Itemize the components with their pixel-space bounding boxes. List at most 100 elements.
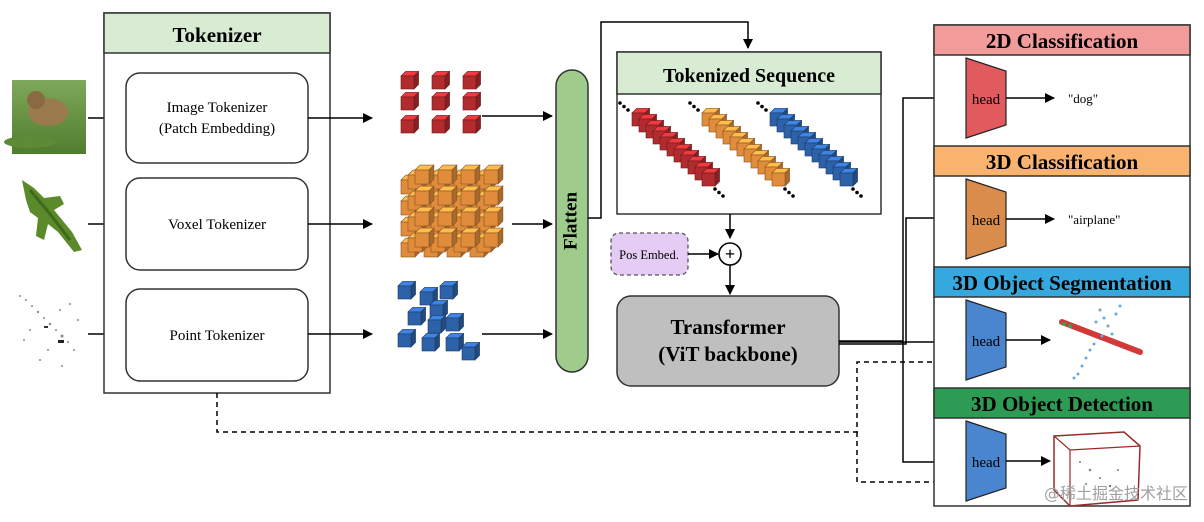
image-token-cube [431, 114, 451, 134]
point-token-cube [461, 341, 481, 361]
sequence-ellipsis-dot [756, 101, 760, 105]
sequence-ellipsis-dot [791, 194, 795, 198]
point-tokenizer-label: Point Tokenizer [170, 328, 265, 344]
voxel-token-cube [460, 164, 481, 185]
image-token-cube [431, 91, 451, 111]
sequence-ellipsis-dot [783, 187, 787, 191]
image-tokenizer-box [125, 72, 309, 164]
sequence-ellipsis-dot [859, 194, 863, 198]
voxel-token-cube [414, 206, 435, 227]
head-trapezoid [965, 299, 1007, 381]
transformer-block: Transformer (ViT backbone) [616, 295, 840, 387]
point-token-cubes [397, 280, 481, 361]
point-token-cube [445, 312, 465, 332]
sequence-ellipsis-dot [713, 187, 717, 191]
head-output-text: "airplane" [1068, 212, 1120, 227]
transformer-title: Transformer [670, 315, 785, 339]
voxel-token-cube [414, 164, 435, 185]
sequence-ellipsis-dot [760, 104, 764, 109]
image-token-cube [400, 114, 420, 134]
point-token-cube [397, 280, 417, 300]
point-token-cube [397, 328, 417, 348]
voxel-token-cube [460, 185, 481, 206]
voxel-token-cubes [400, 164, 504, 258]
image-token-cube [400, 70, 420, 90]
sequence-ellipsis-dot [618, 101, 622, 105]
task-section: 3D Classification head "airplane" [933, 145, 1191, 260]
head-trapezoid [965, 178, 1007, 260]
sequence-token-cube [771, 167, 791, 187]
image-token-cube [400, 91, 420, 111]
segmented-airplane-output [1059, 304, 1143, 380]
sequence-token-cube [839, 167, 859, 187]
voxel-token-cube [437, 164, 458, 185]
voxel-token-cube [483, 164, 504, 185]
transformer-subtitle: (ViT backbone) [658, 342, 797, 366]
plus-symbol: + [725, 244, 735, 264]
watermark: @稀土掘金技术社区 [1044, 484, 1188, 503]
task-title: 2D Classification [986, 29, 1139, 53]
voxel-token-cube [483, 227, 504, 248]
voxel-token-cube [437, 206, 458, 227]
pos-embed-label: Pos Embed. [619, 248, 679, 262]
sequence-ellipsis-dot [696, 108, 700, 112]
task-title: 3D Object Detection [971, 392, 1153, 416]
sequence-ellipsis-dot [692, 104, 696, 109]
sequence-ellipsis-dot [688, 101, 692, 105]
task-heads-panel: 2D Classification head "dog" 3D Classificat… [933, 24, 1191, 507]
voxel-token-cube [460, 206, 481, 227]
tokenized-sequence-header [616, 51, 882, 95]
point-token-cube [439, 280, 459, 300]
detected-airplane-output [1053, 431, 1141, 507]
head-label: head [972, 213, 1001, 229]
point-cloud-thumbnail [19, 295, 79, 367]
sequence-ellipsis-dot [721, 194, 725, 198]
head-label: head [972, 92, 1001, 108]
point-token-cube [421, 332, 441, 352]
image-token-cube [462, 70, 482, 90]
voxel-token-cube [414, 227, 435, 248]
tokenizer-panel: Tokenizer Image Tokenizer (Patch Embeddi… [103, 12, 331, 394]
tokenized-sequence-panel: Tokenized Sequence [616, 51, 882, 215]
task-title: 3D Object Segmentation [952, 271, 1172, 295]
task-section: 2D Classification head "dog" [933, 24, 1191, 139]
head-trapezoid [965, 57, 1007, 139]
point-input-dashed-connector [216, 357, 961, 487]
pos-embed-box: Pos Embed. [610, 232, 689, 276]
voxel-tokenizer-label: Voxel Tokenizer [168, 217, 266, 233]
voxel-token-cube [483, 185, 504, 206]
dog-image-thumbnail [4, 80, 86, 154]
sequence-ellipsis-dot [717, 190, 721, 195]
sequence-ellipsis-dot [851, 187, 855, 191]
sequence-ellipsis-dot [622, 104, 626, 109]
point-token-cube [445, 332, 465, 352]
task-title: 3D Classification [986, 150, 1139, 174]
point-token-cube [427, 314, 447, 334]
task-title-bar [933, 266, 1191, 298]
task-title-bar [933, 145, 1191, 177]
sequence-token-cube [701, 167, 721, 187]
task-title-bar [933, 387, 1191, 419]
add-operator: + [718, 242, 742, 266]
image-token-cube [431, 70, 451, 90]
image-token-cube [462, 114, 482, 134]
flatten-label: Flatten [560, 192, 581, 250]
image-token-cube [462, 91, 482, 111]
task-title-bar [933, 24, 1191, 56]
point-token-cube [407, 306, 427, 326]
head-trapezoid [965, 420, 1007, 502]
voxel-token-cube [414, 185, 435, 206]
tokenizer-header [103, 12, 331, 54]
head-label: head [972, 334, 1001, 350]
voxel-token-cube [437, 185, 458, 206]
tokenized-sequence-title: Tokenized Sequence [663, 65, 835, 87]
sequence-ellipsis-dot [626, 108, 630, 112]
sequence-ellipsis-dot [787, 190, 791, 195]
image-token-cubes [400, 70, 482, 134]
voxel-token-cube [460, 227, 481, 248]
voxel-airplane-thumbnail [22, 180, 82, 252]
sequence-ellipsis-dot [764, 108, 768, 112]
head-output-text: "dog" [1068, 91, 1098, 106]
